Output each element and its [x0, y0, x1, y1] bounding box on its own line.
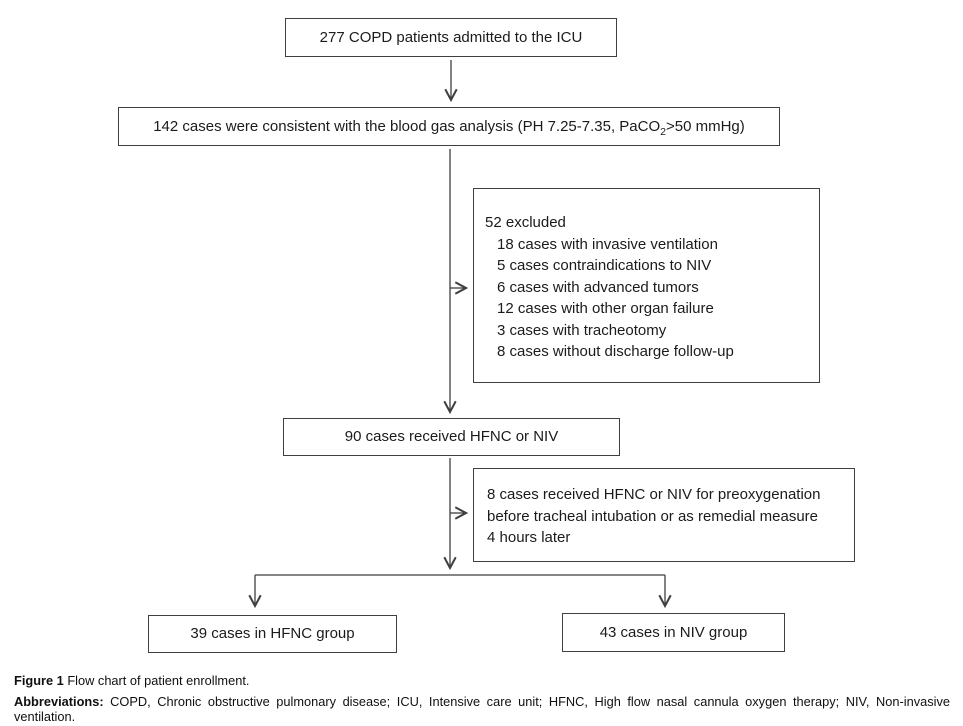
box-preoxygenation: 8 cases received HFNC or NIV for preoxyg… [473, 468, 855, 562]
excluded-item: 6 cases with advanced tumors [497, 278, 699, 296]
box-hfnc-group: 39 cases in HFNC group [148, 615, 397, 653]
box-blood-gas: 142 cases were consistent with the blood… [118, 107, 780, 146]
abbreviations-text: COPD, Chronic obstructive pulmonary dise… [14, 694, 950, 724]
box-received-hfnc-niv: 90 cases received HFNC or NIV [283, 418, 620, 456]
caption-abbreviations-line: Abbreviations: COPD, Chronic obstructive… [14, 694, 950, 724]
figure-caption: Figure 1 Flow chart of patient enrollmen… [14, 673, 950, 724]
excluded-item: 3 cases with tracheotomy [497, 321, 667, 339]
box-excluded: 52 excluded 18 cases with invasive venti… [473, 188, 820, 383]
box-niv-label: 43 cases in NIV group [599, 623, 748, 641]
figure-title: Flow chart of patient enrollment. [67, 673, 250, 688]
caption-title-line: Figure 1 Flow chart of patient enrollmen… [14, 673, 950, 688]
box-hfnc-label: 39 cases in HFNC group [190, 625, 355, 643]
box-blood-gas-label: 142 cases were consistent with the blood… [153, 116, 745, 138]
box-received-label: 90 cases received HFNC or NIV [344, 428, 559, 446]
blood-gas-text-end: >50 mmHg) [666, 117, 745, 135]
preoxygenation-line: before tracheal intubation or as remedia… [487, 507, 819, 525]
figure-label: Figure 1 [14, 673, 64, 688]
abbreviations-label: Abbreviations: [14, 694, 104, 709]
box-admitted-label: 277 COPD patients admitted to the ICU [319, 28, 583, 46]
box-niv-group: 43 cases in NIV group [562, 613, 785, 652]
blood-gas-text: 142 cases were consistent with the blood… [153, 117, 661, 135]
preoxygenation-line: 8 cases received HFNC or NIV for preoxyg… [487, 486, 821, 503]
excluded-item: 5 cases contraindications to NIV [497, 257, 712, 274]
preoxygenation-line: 4 hours later [487, 529, 571, 546]
excluded-item: 18 cases with invasive ventilation [497, 235, 718, 253]
box-admitted: 277 COPD patients admitted to the ICU [285, 18, 617, 57]
excluded-title: 52 excluded [485, 214, 566, 231]
paco2-subscript: 2 [660, 125, 666, 138]
excluded-item: 12 cases with other organ failure [497, 300, 714, 317]
excluded-item: 8 cases without discharge follow-up [497, 343, 734, 360]
